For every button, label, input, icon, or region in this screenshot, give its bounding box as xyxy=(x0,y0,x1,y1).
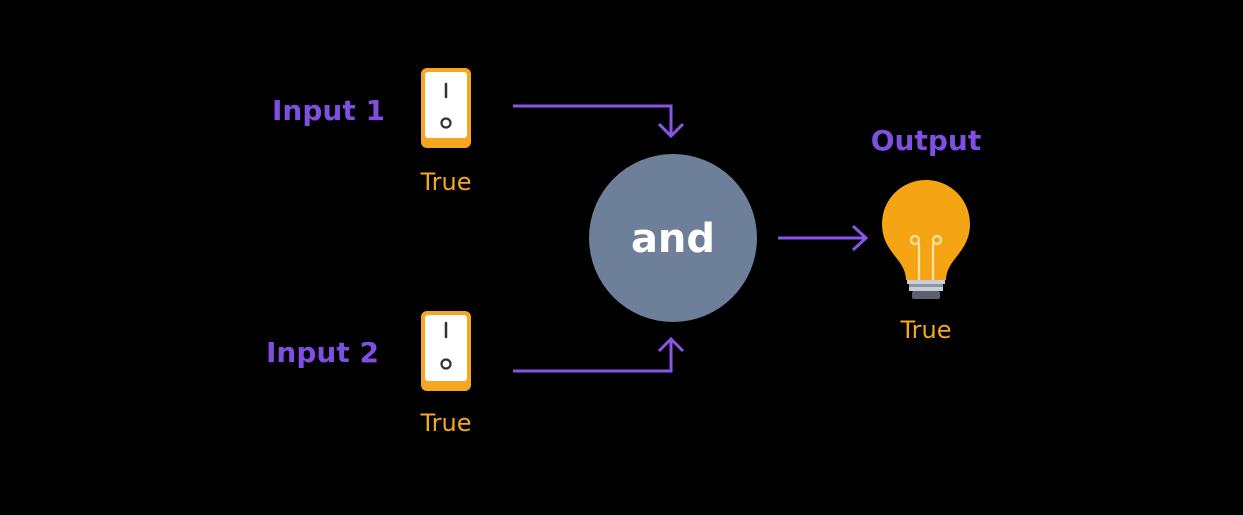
switch-2-icon xyxy=(421,311,471,391)
output-label: Output xyxy=(871,124,981,157)
input-1-label: Input 1 xyxy=(272,94,385,127)
switch-1-icon xyxy=(421,68,471,148)
input-2-value: True xyxy=(420,409,472,437)
arrow-input-1 xyxy=(513,104,685,139)
output-value: True xyxy=(900,316,952,344)
input-2-label: Input 2 xyxy=(266,336,379,369)
arrow-input-2 xyxy=(513,336,685,373)
arrow-output xyxy=(778,224,869,252)
and-gate: and xyxy=(589,154,757,322)
input-1-value: True xyxy=(420,168,472,196)
gate-label: and xyxy=(631,216,715,262)
light-bulb-icon xyxy=(882,180,970,299)
